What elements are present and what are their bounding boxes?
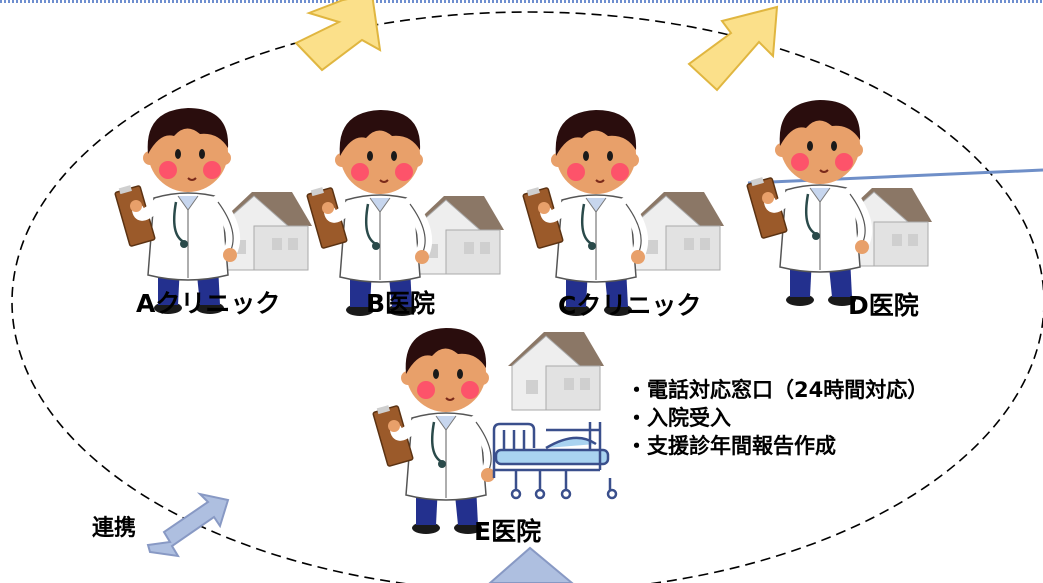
- up-arrow-icon: [488, 546, 574, 583]
- facility-c-label: Cクリニック: [558, 291, 702, 320]
- bidirectional-arrow-icon: [146, 492, 230, 558]
- facility-a-label: Aクリニック: [136, 289, 281, 318]
- facility-b-label: B医院: [366, 289, 436, 318]
- up-arrow-icon: [294, 0, 382, 72]
- service-item: ・電話対応窓口（24時間対応）: [626, 378, 929, 402]
- service-item: ・支援診年間報告作成: [626, 434, 836, 458]
- doctor-icon: [373, 328, 495, 534]
- facility-d-label: D医院: [848, 291, 919, 320]
- connector-line: [747, 168, 1043, 185]
- hospital-bed-icon: [492, 422, 618, 500]
- facility-e-label: E医院: [474, 517, 542, 546]
- facility-e: [373, 328, 618, 534]
- region-boundary: [11, 11, 1043, 583]
- facility-d: [747, 100, 933, 306]
- doctor-icon: [747, 100, 869, 306]
- up-arrow-icon: [687, 5, 779, 92]
- link-label: 連携: [92, 516, 137, 541]
- service-item: ・入院受入: [626, 406, 731, 430]
- house-icon: [507, 331, 605, 411]
- services-list: ・電話対応窓口（24時間対応） ・入院受入 ・支援診年間報告作成: [626, 376, 928, 460]
